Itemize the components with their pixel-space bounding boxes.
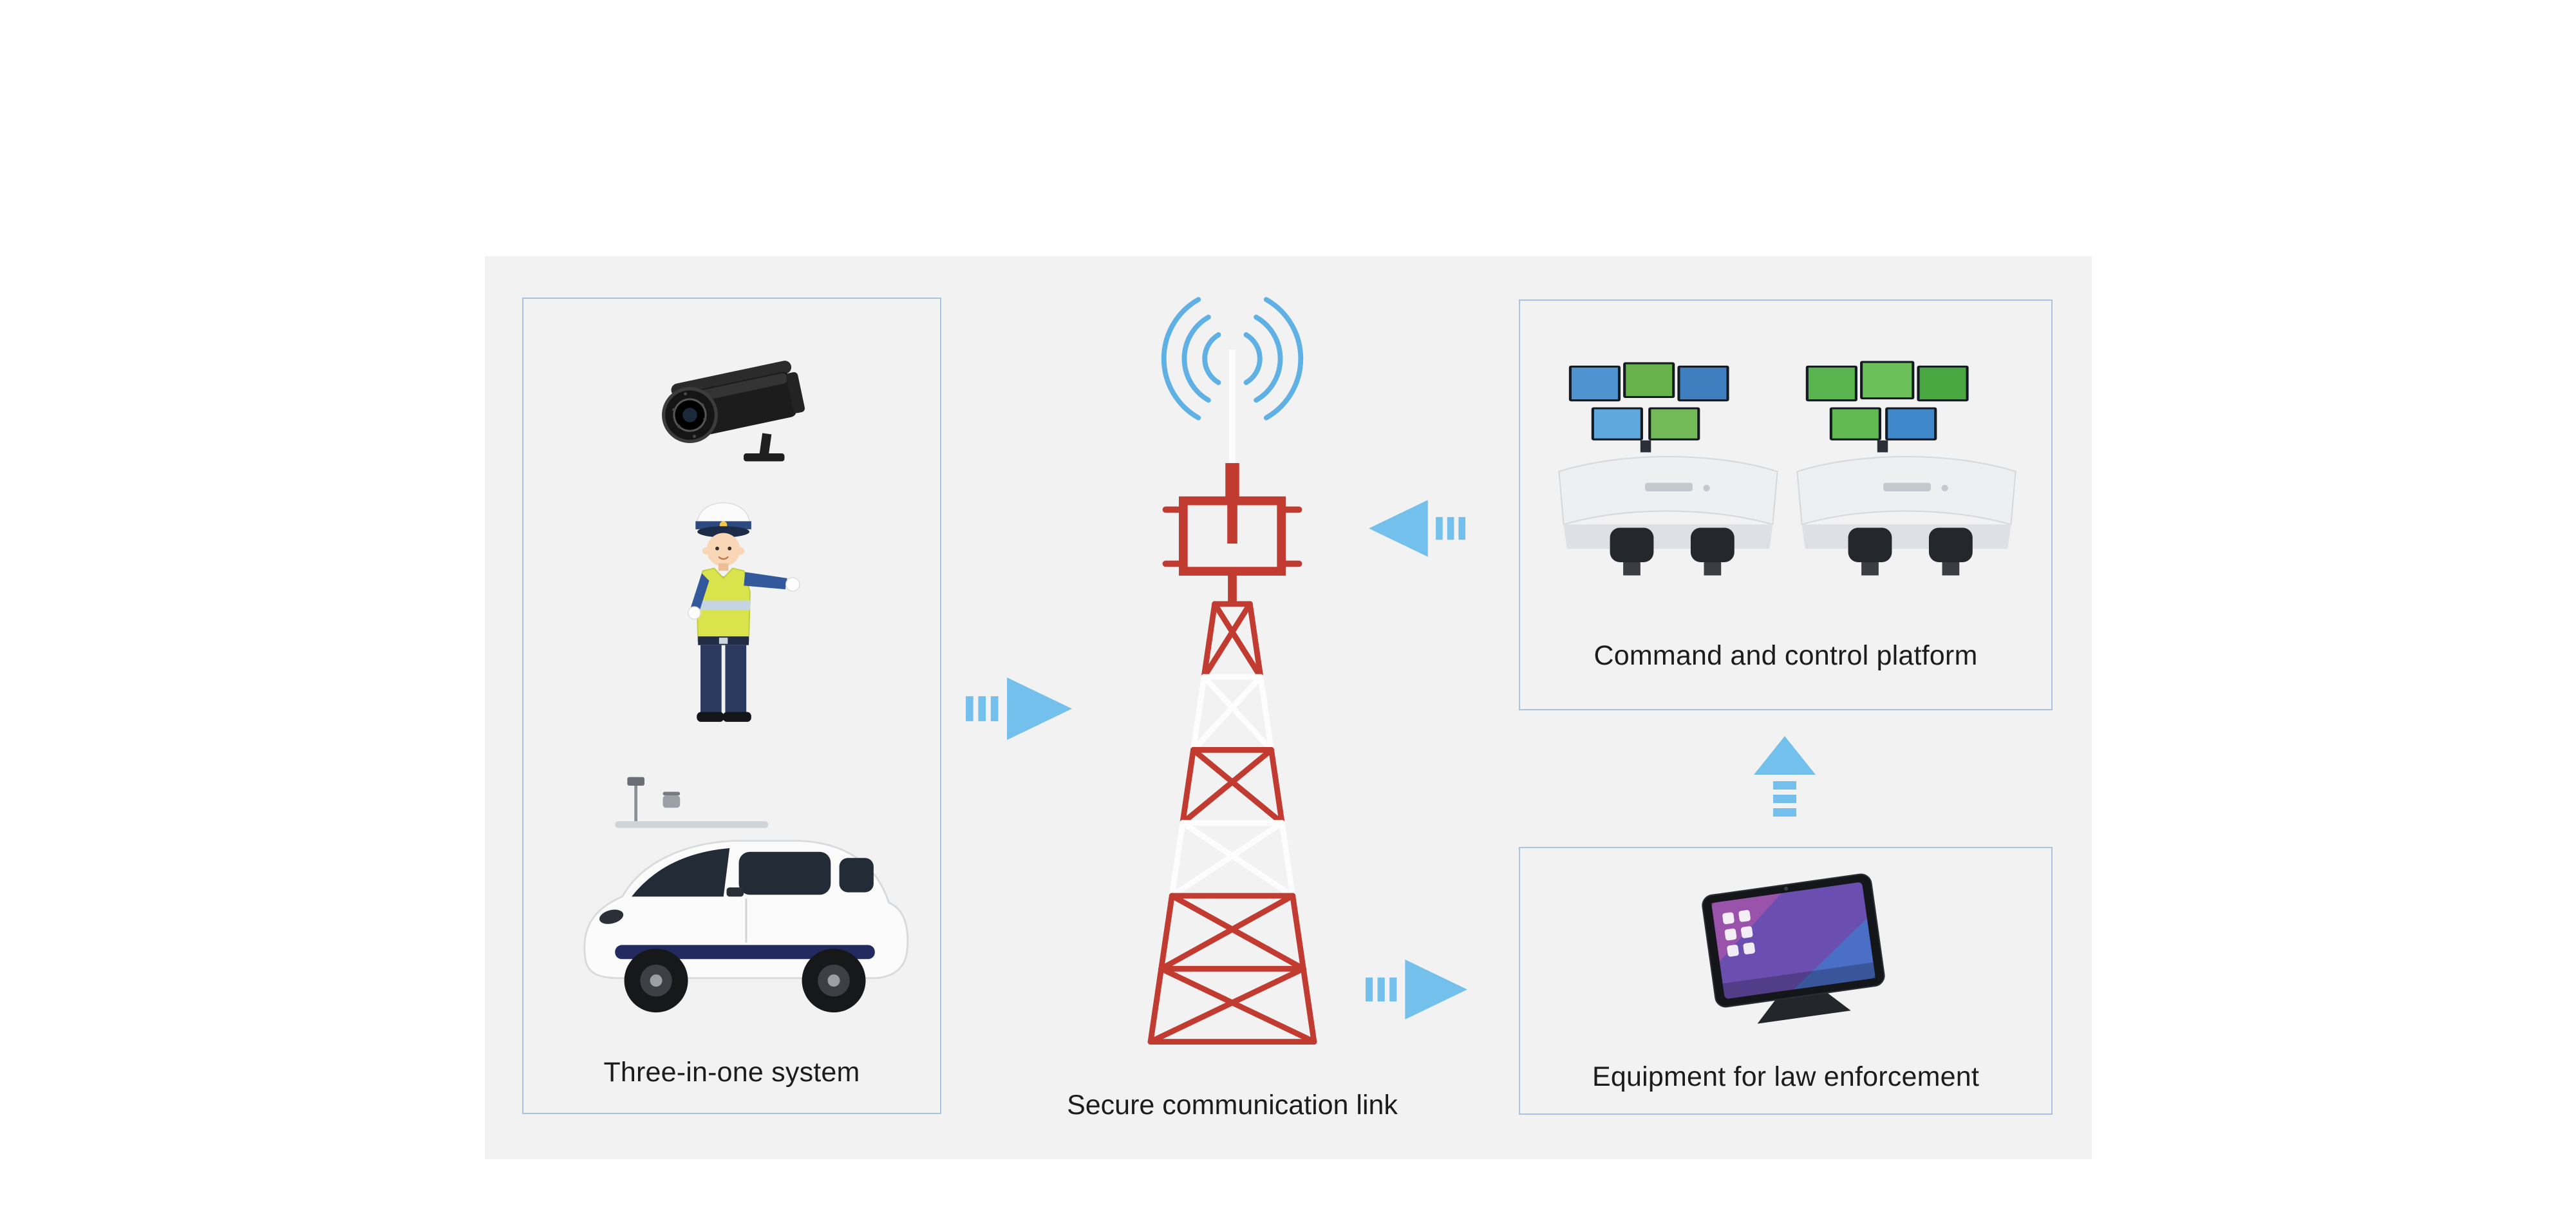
command-platform-label: Command and control platform	[1594, 640, 1978, 671]
cctv-camera-icon	[655, 336, 829, 481]
arrow-command-platform-to-tower	[1369, 497, 1465, 560]
three-in-one-system-box: Three-in-one system	[522, 298, 941, 1114]
patrol-car-icon	[543, 759, 923, 1052]
control-room-icon	[1558, 361, 2017, 576]
arrow-right-icon	[1366, 960, 1467, 1019]
traffic-officer-icon	[652, 492, 813, 756]
secure-link-label: Secure communication link	[1067, 1090, 1398, 1121]
arrow-left-icon	[1369, 500, 1465, 557]
arrow-tower-to-law-enforcement	[1366, 958, 1467, 1021]
command-platform-box: Command and control platform	[1519, 299, 2053, 710]
three-in-one-system-label: Three-in-one system	[603, 1057, 860, 1088]
arrow-up-icon	[1754, 736, 1816, 817]
cctv-camera-icon	[662, 361, 805, 462]
arrow-law-enforcement-to-command-platform	[1752, 735, 1818, 831]
diagram-panel: Three-in-one system	[485, 256, 2092, 1159]
law-enforcement-tablet-icon	[1668, 851, 1919, 1035]
law-enforcement-box: Equipment for law enforcement	[1519, 847, 2053, 1115]
arrow-three-in-one-to-tower	[966, 677, 1072, 740]
law-enforcement-tablet-icon	[1702, 873, 1885, 1024]
traffic-officer-icon	[688, 502, 800, 722]
radio-tower-icon	[1147, 297, 1317, 1045]
arrow-right-icon	[966, 677, 1072, 740]
law-enforcement-label: Equipment for law enforcement	[1592, 1061, 1979, 1092]
radio-tower-icon	[1044, 289, 1421, 1045]
control-room-icon	[1549, 320, 2026, 616]
patrol-car-icon	[583, 777, 909, 1013]
